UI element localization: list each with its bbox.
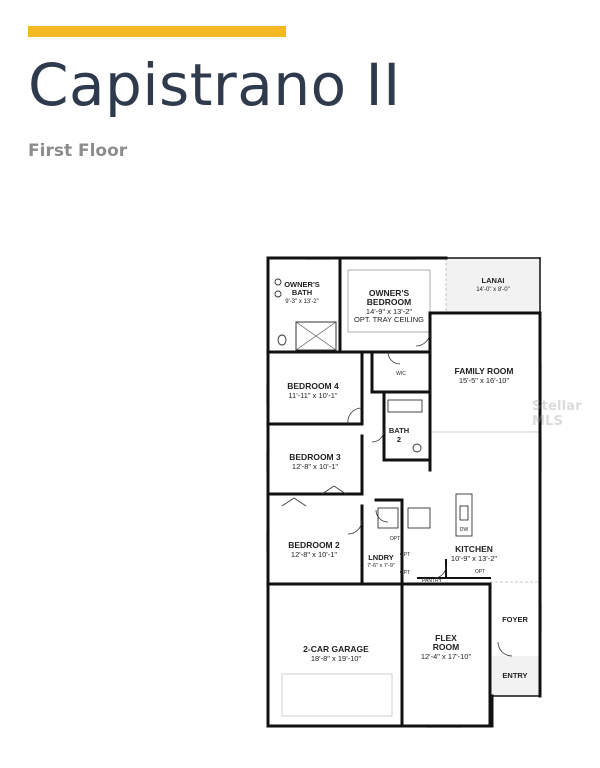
kitchen-sink [459,505,469,521]
door-entry [497,641,513,657]
bath2-tub [387,399,423,413]
family-room-dims: 15'-5" x 16'-10" [459,376,510,385]
flex-room-dims: 12'-4" x 17'-10" [421,652,472,661]
lanai-floor [446,258,540,313]
opt-label-1: OPT [390,536,400,542]
foyer-name: FOYER [502,615,528,624]
entry-porch [492,656,540,696]
floor-label: First Floor [28,141,128,161]
owners-shower [295,321,337,351]
windows [266,259,542,728]
bedroom-4-name: BEDROOM 4 [287,381,339,391]
bedroom-4-dims: 11'-11" x 10'-1" [288,391,338,400]
entry-name: ENTRY [502,671,527,680]
light-lines [430,258,540,583]
flex-room-name-1: FLEX [435,633,457,643]
dw-label: DW [460,527,469,533]
door-bed4 [347,407,363,425]
bath-2-name-1: BATH [389,426,409,435]
laundry-name: LNDRY [368,553,394,562]
bedroom-3-dims: 12'-8" x 10'-1" [292,462,338,471]
lanai-dims: 14'-0" x 8'-0" [476,287,510,293]
shower-x-2 [295,321,337,351]
opt-label-2: OPT [400,552,410,558]
walls [266,256,542,728]
toilet-owners [277,334,287,346]
owners-bath-name-1: OWNER'S [284,280,320,289]
door-owners [415,331,431,347]
accent-bar [28,26,286,37]
garage-name: 2-CAR GARAGE [303,644,369,654]
opt-label-4: OPT [475,569,485,575]
lanai-name: LANAI [482,276,505,285]
owners-bath-name-2: BATH [292,288,312,297]
bath-fixtures [274,278,473,537]
page-title: Capistrano II [28,51,401,119]
sink-2 [274,290,282,298]
bedroom-2-dims: 12'-8" x 10'-1" [291,550,337,559]
bedroom-2-name: BEDROOM 2 [288,540,340,550]
door-bed2-closet-1 [281,497,307,507]
door-laundry [375,509,389,523]
door-pantry [433,565,447,579]
owners-bedroom-note: OPT. TRAY CEILING [354,315,424,324]
door-bed2 [347,519,363,535]
sink-1 [274,278,282,286]
door-bed3-closet-1 [321,485,347,495]
flex-room-name-2: ROOM [433,642,459,652]
tray-ceiling-outline [347,269,431,333]
bedroom-3-name: BEDROOM 3 [289,452,341,462]
door-wic [387,351,401,365]
door-bath2 [371,429,385,443]
kitchen-name: KITCHEN [455,544,493,554]
garage-apron [281,673,393,717]
toilet-bath2 [412,443,422,453]
garage-dims: 18'-8" x 19'-10" [311,654,362,663]
kitchen-island [455,493,473,537]
doors [281,331,513,657]
wic-label: WIC [396,371,406,377]
kitchen-dims: 10'-9" x 13'-2" [451,554,497,563]
owners-bedroom-dims: 14'-9" x 13'-2" [366,307,412,316]
laundry-dims: 7'-6" x 7'-9" [367,563,395,569]
washer-dryer [377,507,399,529]
owners-bath-dims: 9'-3" x 13'-2" [285,299,319,305]
pantry-label: PANTRY [422,578,442,584]
owners-bedroom-name-2: BEDROOM [367,297,411,307]
watermark-text: Stellar MLS [532,399,582,429]
owners-bedroom-name-1: OWNER'S [369,288,410,298]
family-room-name: FAMILY ROOM [454,366,513,376]
opt-label-3: OPT [400,570,410,576]
range [407,507,431,529]
bath-2-name-2: 2 [397,435,401,444]
